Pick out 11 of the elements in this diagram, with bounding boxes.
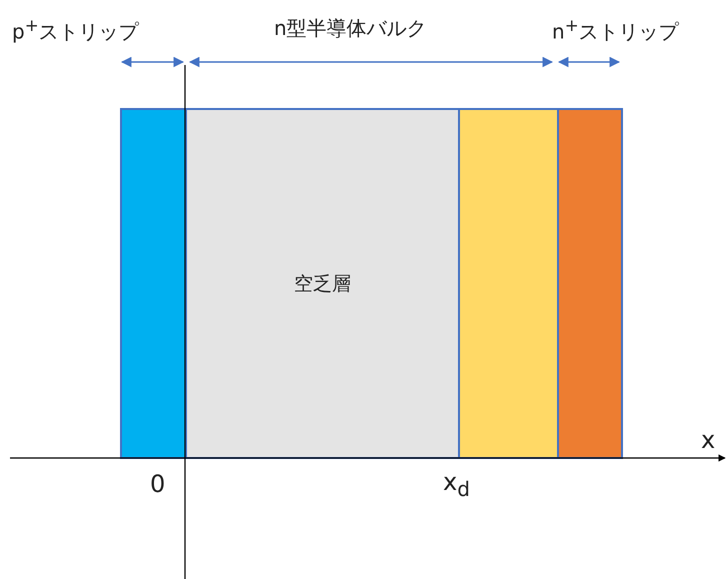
axis-label: x (701, 428, 716, 452)
n-strip-bar (557, 108, 623, 459)
region-label: n型半導体バルク (274, 18, 427, 38)
bulk-region-bar (458, 108, 559, 459)
region-label: n$^{+}$ストリップ (552, 18, 679, 42)
depletion-region-bar (185, 108, 460, 459)
region-label: 空乏層 (294, 272, 351, 296)
p-strip-bar (120, 108, 187, 459)
region-label: p$^{+}$ストリップ (12, 18, 139, 42)
axis-tick-label: x$_{d}$ (443, 470, 470, 499)
axis-tick-label: 0 (150, 472, 166, 496)
